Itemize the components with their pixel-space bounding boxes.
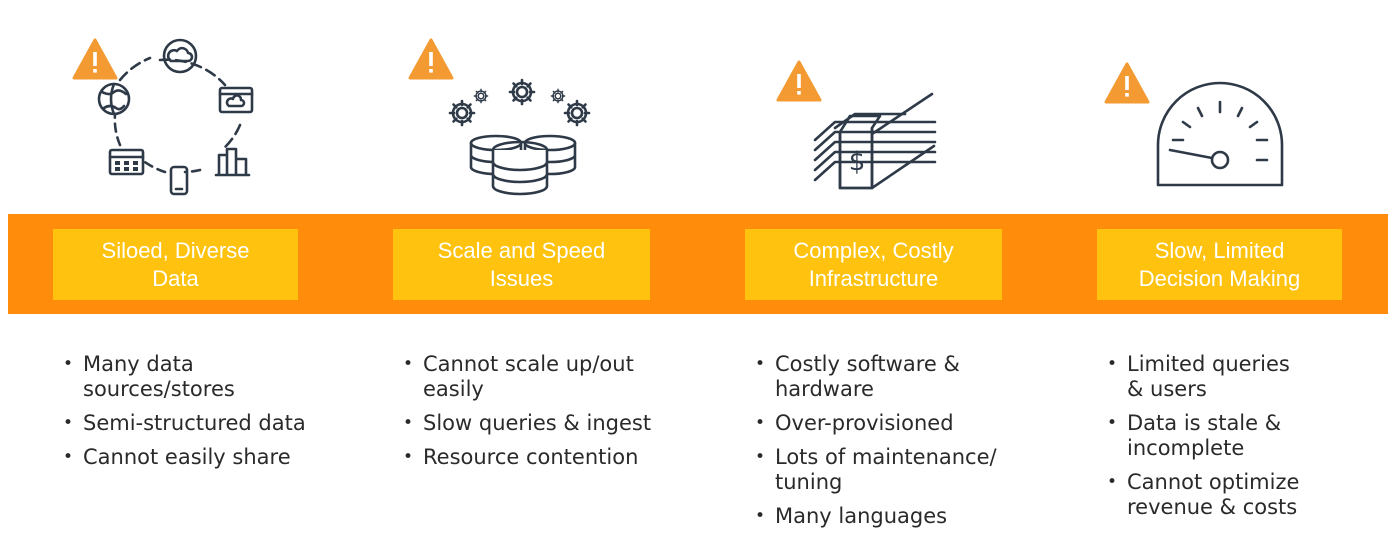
label-text: Slow, Limited Decision Making	[1138, 237, 1301, 291]
warning-icon	[776, 60, 822, 102]
label-siloed-data: Siloed, Diverse Data	[53, 229, 298, 300]
label-scale-speed: Scale and Speed Issues	[393, 229, 650, 300]
bullet-list-scale: Cannot scale up/out easily Slow queries …	[403, 352, 733, 479]
database-gears-icon	[408, 38, 591, 196]
icons-layer: $	[72, 38, 1284, 196]
list-item: Semi-structured data	[63, 411, 363, 436]
warning-icon	[72, 38, 118, 80]
money-stack-icon: $	[776, 60, 937, 190]
list-item: Costly software & hardware	[755, 352, 1055, 402]
list-item: Slow queries & ingest	[403, 411, 733, 436]
list-item: Many data sources/stores	[63, 352, 363, 402]
label-text: Siloed, Diverse Data	[101, 237, 250, 291]
list-item: Many languages	[755, 504, 1055, 529]
warning-icon	[1104, 62, 1150, 104]
list-item: Lots of maintenance/ tuning	[755, 445, 1055, 495]
list-item: Cannot optimize revenue & costs	[1107, 470, 1387, 520]
bullet-list-infrastructure: Costly software & hardware Over-provisio…	[755, 352, 1055, 538]
warning-icon	[408, 38, 454, 80]
label-complex-infrastructure: Complex, Costly Infrastructure	[745, 229, 1002, 300]
list-item: Limited queries & users	[1107, 352, 1387, 402]
list-item: Cannot scale up/out easily	[403, 352, 733, 402]
list-item: Data is stale & incomplete	[1107, 411, 1387, 461]
label-text: Complex, Costly Infrastructure	[793, 237, 954, 291]
speedometer-icon	[1104, 62, 1284, 187]
data-sources-cycle-icon	[72, 38, 254, 196]
bullet-list-decisions: Limited queries & users Data is stale & …	[1107, 352, 1387, 529]
label-slow-decisions: Slow, Limited Decision Making	[1097, 229, 1342, 300]
bullet-list-siloed: Many data sources/stores Semi-structured…	[63, 352, 363, 479]
label-text: Scale and Speed Issues	[437, 237, 606, 291]
list-item: Over-provisioned	[755, 411, 1055, 436]
list-item: Resource contention	[403, 445, 733, 470]
svg-text:$: $	[849, 147, 866, 177]
list-item: Cannot easily share	[63, 445, 363, 470]
